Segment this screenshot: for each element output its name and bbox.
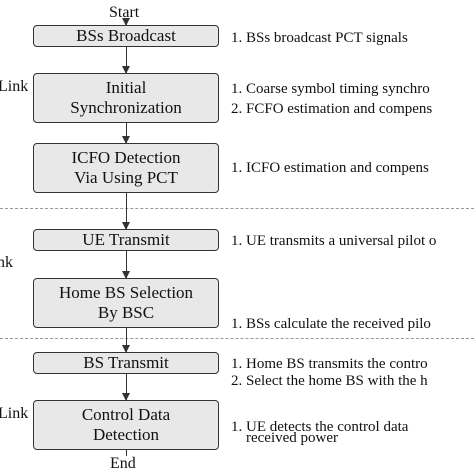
step-home-bs-selection: Home BS Selection By BSC [33,278,219,328]
description-initial-sync: 1. Coarse symbol timing synchro 2. FCFO … [231,79,474,119]
description-icfo-line-1: 1. ICFO estimation and compens [231,160,429,176]
description-home-bs-line-2: 2. Select the home BS with the h [231,373,428,389]
step-initial-synchronization: Initial Synchronization [33,73,219,123]
step-bs-transmit: BS Transmit [33,352,219,374]
step-control-data-detection-line-1: Control Data [81,405,171,424]
step-ue-transmit-label: UE Transmit [82,230,170,249]
description-initial-sync-line-2: 2. FCFO estimation and compens [231,101,433,117]
step-ue-transmit: UE Transmit [33,229,219,251]
step-icfo-detection-line-1: ICFO Detection [71,148,181,167]
start-label: Start [109,4,140,21]
description-broadcast: 1. BSs broadcast PCT signals [231,29,474,47]
description-icfo: 1. ICFO estimation and compens [231,159,474,177]
description-initial-sync-line-1: 1. Coarse symbol timing synchro [231,81,430,97]
side-label-link-uplink: nk [0,254,13,271]
arrow-bs-transmit-to-control [121,374,130,401]
step-initial-synchronization-line-1: Initial [105,78,147,97]
step-icfo-detection-line-2: Via Using PCT [74,168,178,187]
description-bs-transmit-line-1: 1. Home BS transmits the contro [231,356,428,372]
step-control-data-detection-line-2: Detection [92,425,160,444]
description-ue-transmit: 1. UE transmits a universal pilot o [231,232,474,250]
arrow-broadcast-to-sync [121,47,130,74]
description-control-data-line-1: 1. UE detects the control data [231,419,409,435]
step-icfo-detection: ICFO Detection Via Using PCT [33,143,219,193]
description-bs-transmit: 1. Home BS transmits the contro [231,355,474,373]
arrow-ue-transmit-to-home-bs [121,251,130,279]
arrow-sync-to-icfo [121,123,130,144]
description-home-bs: 1. BSs calculate the received pilo 2. Se… [231,277,474,467]
description-control-data: 1. UE detects the control data [231,418,474,436]
description-home-bs-line-1: 1. BSs calculate the received pilo [231,316,431,332]
end-label: End [110,455,136,472]
separator-line-1 [0,208,474,209]
arrow-start-to-broadcast [121,18,130,26]
description-broadcast-line-1: 1. BSs broadcast PCT signals [231,30,408,46]
description-ue-transmit-line-1: 1. UE transmits a universal pilot o [231,233,437,249]
step-home-bs-selection-line-1: Home BS Selection [58,283,194,302]
arrow-icfo-to-ue-transmit [121,193,130,230]
description-home-bs-line-3: received power [231,430,339,446]
arrow-home-bs-to-bs-transmit [121,328,130,353]
side-label-link-downlink: Link [0,78,29,95]
step-control-data-detection: Control Data Detection [33,400,219,450]
step-initial-synchronization-line-2: Synchronization [70,98,182,117]
step-bss-broadcast-label: BSs Broadcast [76,26,176,45]
side-label-link-control: Link [0,405,29,422]
arrow-control-to-end [125,450,127,456]
separator-line-2 [0,338,474,339]
step-bss-broadcast: BSs Broadcast [33,25,219,47]
step-bs-transmit-label: BS Transmit [83,353,169,372]
step-home-bs-selection-line-2: By BSC [97,303,155,322]
